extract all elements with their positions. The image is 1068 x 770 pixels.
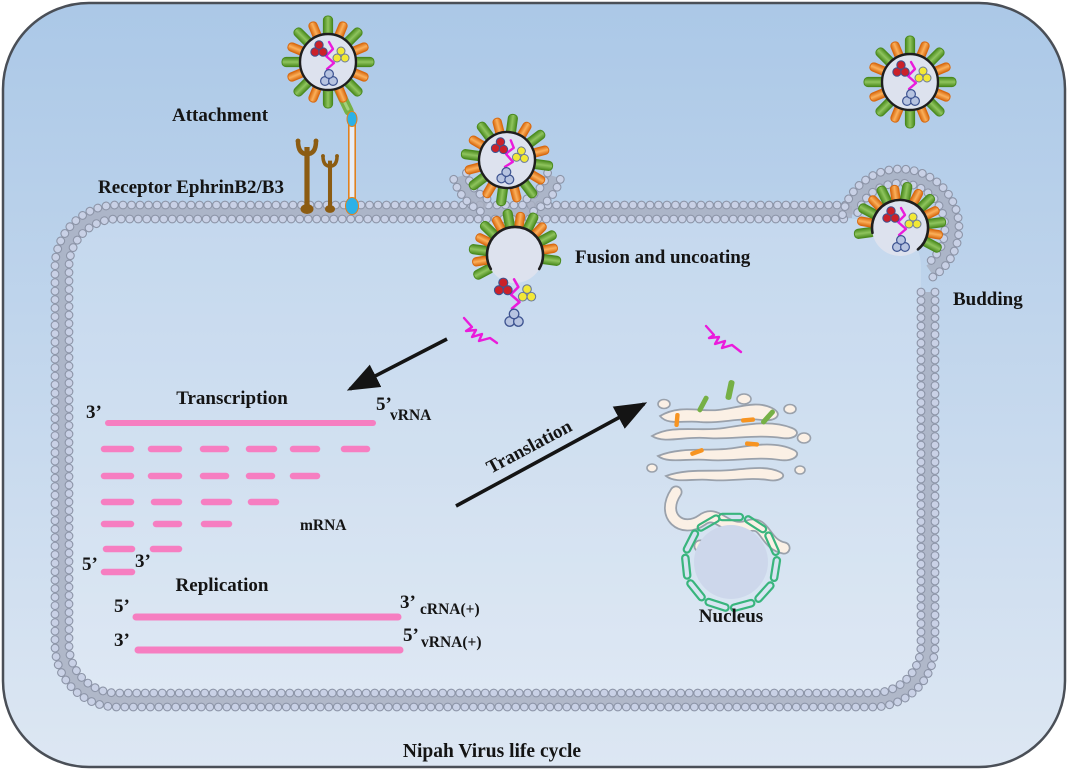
- translation-arrow: [455, 402, 648, 508]
- label-budding: Budding: [953, 289, 1023, 310]
- transcription-products: [100, 420, 376, 576]
- virion-released: [863, 35, 957, 129]
- prime-3-crna-right: 3’: [400, 592, 416, 613]
- free-mrna-zigzag: [704, 324, 743, 354]
- nucleus: [680, 512, 782, 613]
- label-nucleus: Nucleus: [699, 606, 763, 627]
- prime-3-vrnaplus-left: 3’: [114, 630, 130, 651]
- prime-5-vrna-right: 5’: [376, 394, 392, 415]
- label-replication: Replication: [176, 575, 269, 596]
- receptor-brown-short: [321, 154, 339, 213]
- transcription-arrow: [346, 337, 448, 391]
- label-crna-plus: cRNA(+): [420, 601, 480, 618]
- mrna-dashes: [100, 445, 371, 576]
- label-mrna: mRNA: [300, 517, 347, 534]
- cell-membrane: [50, 200, 940, 712]
- label-receptor: Receptor EphrinB2/B3: [98, 177, 284, 198]
- prime-5-crna-left: 5’: [114, 596, 130, 617]
- receptor-brown-tall: [295, 138, 319, 214]
- label-fusion-uncoating: Fusion and uncoating: [575, 247, 751, 268]
- figure-caption: Nipah Virus life cycle: [403, 741, 582, 762]
- prime-5-nascent: 5’: [82, 554, 98, 575]
- virion-attaching: [281, 15, 375, 109]
- golgi-orange-proteins: [674, 413, 759, 456]
- label-attachment: Attachment: [172, 105, 269, 126]
- prime-5-vrnaplus-right: 5’: [403, 625, 419, 646]
- label-vrna: vRNA: [390, 407, 432, 424]
- prime-3-nascent: 3’: [135, 551, 151, 572]
- replication-products: [132, 613, 404, 654]
- membrane-budding-bulge: [838, 164, 964, 283]
- prime-3-vrna-left: 3’: [86, 402, 102, 423]
- label-vrna-plus: vRNA(+): [421, 634, 482, 651]
- free-vrna-zigzag: [462, 316, 499, 345]
- label-transcription: Transcription: [176, 388, 288, 409]
- golgi-green-proteins: [697, 380, 775, 425]
